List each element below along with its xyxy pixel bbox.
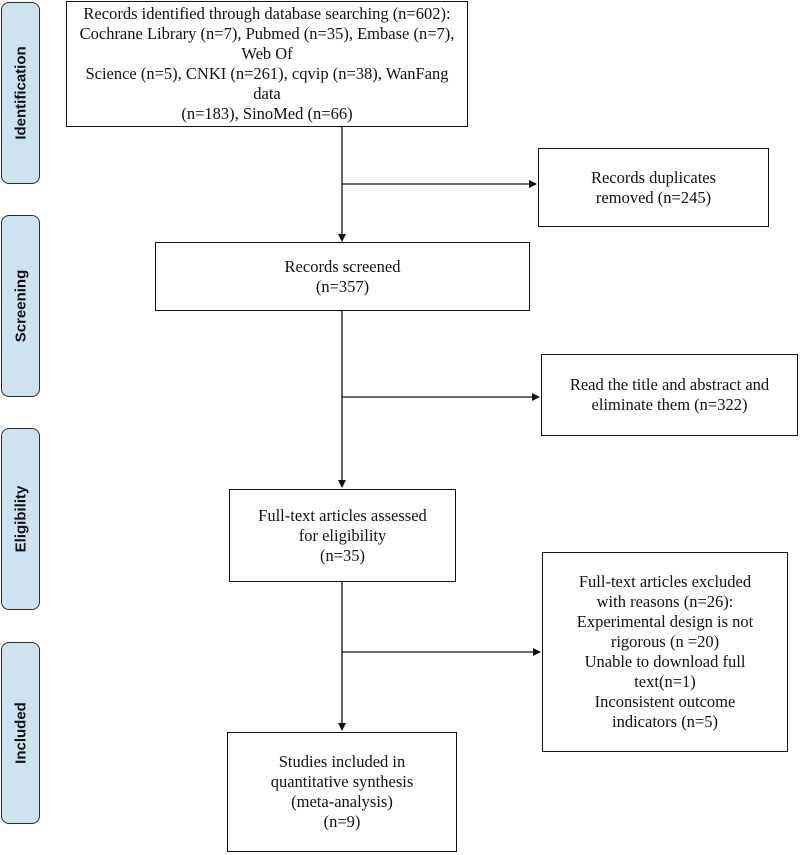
studies-included-line-3: (meta-analysis): [291, 792, 393, 811]
studies-included-line-2: quantitative synthesis: [270, 772, 414, 791]
title-abstract-line-2: eliminate them (n=322): [591, 395, 748, 414]
fulltext-assessed-box: Full-text articles assessed for eligibil…: [229, 489, 456, 582]
duplicates-removed-line-1: Records duplicates: [590, 167, 717, 187]
duplicates-removed-box: Records duplicates removed (n=245): [538, 148, 769, 227]
fulltext-assessed-line-3: (n=35): [319, 545, 366, 565]
records-identified-line-2: Cochrane Library (n=7), Pubmed (n=35), E…: [79, 24, 455, 63]
phase-identification: Identification: [1, 2, 40, 184]
records-screened-line-1: Records screened: [284, 256, 401, 276]
records-screened-line-2: (n=357): [315, 276, 370, 296]
studies-included-line-4: (n=9): [323, 812, 361, 831]
duplicates-removed-line-2: removed (n=245): [595, 187, 712, 207]
fulltext-assessed-line-2: for eligibility: [298, 525, 387, 545]
fulltext-excluded-line-3: Experimental design is not: [576, 612, 754, 631]
records-identified-box: Records identified through database sear…: [66, 1, 468, 127]
fulltext-excluded-line-5: Unable to download full: [584, 652, 746, 671]
fulltext-excluded-box: Full-text articles excluded with reasons…: [542, 552, 788, 752]
fulltext-excluded-line-1: Full-text articles excluded: [578, 572, 752, 591]
records-identified-line-1: Records identified through database sear…: [83, 4, 451, 23]
fulltext-excluded-line-7: Inconsistent outcome: [594, 692, 736, 711]
fulltext-assessed-line-1: Full-text articles assessed: [258, 505, 427, 525]
title-abstract-excluded-box: Read the title and abstract and eliminat…: [541, 354, 798, 436]
phase-eligibility: Eligibility: [1, 428, 40, 610]
records-screened-box: Records screened (n=357): [155, 242, 530, 311]
fulltext-excluded-line-6: text(n=1): [634, 672, 696, 691]
records-identified-line-4: (n=183), SinoMed (n=66): [181, 104, 353, 123]
fulltext-excluded-line-4: rigorous (n =20): [610, 632, 720, 651]
title-abstract-line-1: Read the title and abstract and: [569, 375, 770, 394]
fulltext-excluded-line-2: with reasons (n=26):: [596, 592, 734, 611]
studies-included-box: Studies included in quantitative synthes…: [227, 732, 457, 852]
records-identified-line-3: Science (n=5), CNKI (n=261), cqvip (n=38…: [85, 64, 449, 103]
studies-included-line-1: Studies included in: [278, 752, 406, 771]
fulltext-excluded-line-8: indicators (n=5): [612, 712, 718, 731]
phase-included: Included: [1, 642, 40, 824]
phase-screening: Screening: [1, 215, 40, 397]
